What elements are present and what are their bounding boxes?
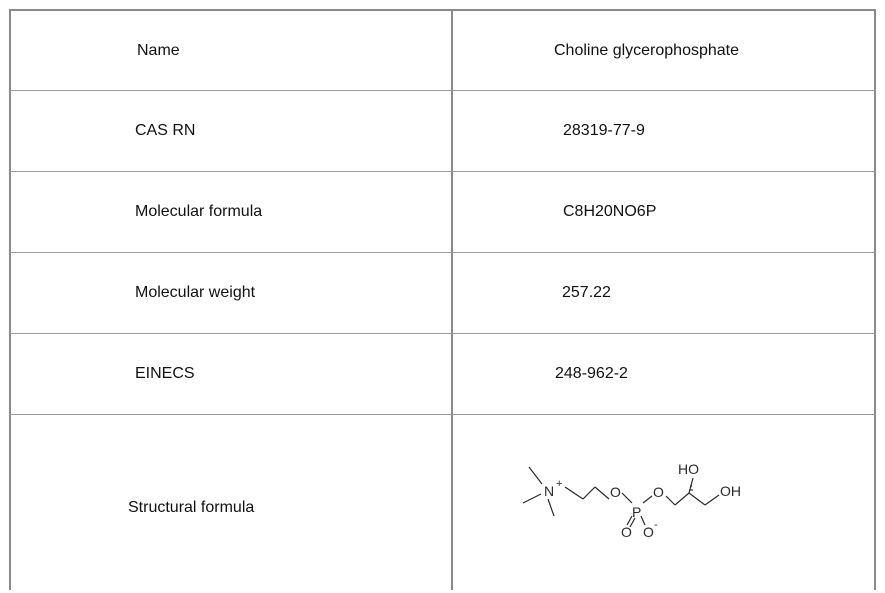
row-einecs: EINECS 248-962-2 (9, 333, 876, 414)
row-value: Choline glycerophosphate (554, 41, 740, 59)
atom-oxygen-1: O (610, 484, 621, 500)
molecule-diagram: N + O P O O O - HO OH (523, 461, 741, 537)
row-label: Molecular weight (135, 284, 256, 301)
atom-oxygen-minus: O (643, 524, 654, 537)
row-value-cell: 28319-77-9 (451, 90, 876, 171)
atom-phosphorus: P (632, 504, 641, 520)
atom-oxygen-minus-charge: - (654, 519, 658, 531)
row-molecular-formula: Molecular formula C8H20NO6P (9, 171, 876, 252)
row-value-cell: C8H20NO6P (451, 171, 876, 252)
atom-hydroxyl-end: OH (720, 483, 741, 499)
row-value-cell: 257.22 (451, 252, 876, 333)
properties-table: Name Choline glycerophosphate CAS RN 283… (9, 9, 876, 590)
atom-nitrogen: N (544, 483, 554, 499)
atom-oxygen-2: O (653, 484, 664, 500)
row-label: EINECS (135, 365, 195, 382)
row-value: C8H20NO6P (563, 203, 657, 220)
row-cas-rn: CAS RN 28319-77-9 (9, 90, 876, 171)
row-label-cell: Molecular weight (9, 252, 451, 333)
row-label: Structural formula (128, 499, 255, 516)
row-structural-formula: Structural formula (9, 414, 876, 590)
row-label: CAS RN (135, 122, 196, 139)
atom-nitrogen-charge: + (556, 478, 562, 490)
row-name: Name Choline glycerophosphate (9, 9, 876, 90)
row-molecular-weight: Molecular weight 257.22 (9, 252, 876, 333)
row-label: Name (137, 41, 180, 59)
row-label-cell: Molecular formula (9, 171, 451, 252)
row-value: 257.22 (562, 284, 611, 301)
row-value-cell: 248-962-2 (451, 333, 876, 414)
atom-oxygen-double: O (621, 524, 632, 537)
row-label-cell: Structural formula (9, 414, 451, 590)
row-value: 248-962-2 (555, 365, 628, 382)
structure-cell: N + O P O O O - HO OH (451, 414, 876, 590)
atom-hydroxyl-top: HO (678, 461, 699, 477)
row-label-cell: CAS RN (9, 90, 451, 171)
structural-formula-drawing: N + O P O O O - HO OH (453, 415, 874, 589)
row-label: Molecular formula (135, 203, 263, 220)
row-label-cell: EINECS (9, 333, 451, 414)
row-label-cell: Name (9, 9, 451, 90)
row-value-cell: Choline glycerophosphate (451, 9, 876, 90)
row-value: 28319-77-9 (563, 122, 645, 139)
